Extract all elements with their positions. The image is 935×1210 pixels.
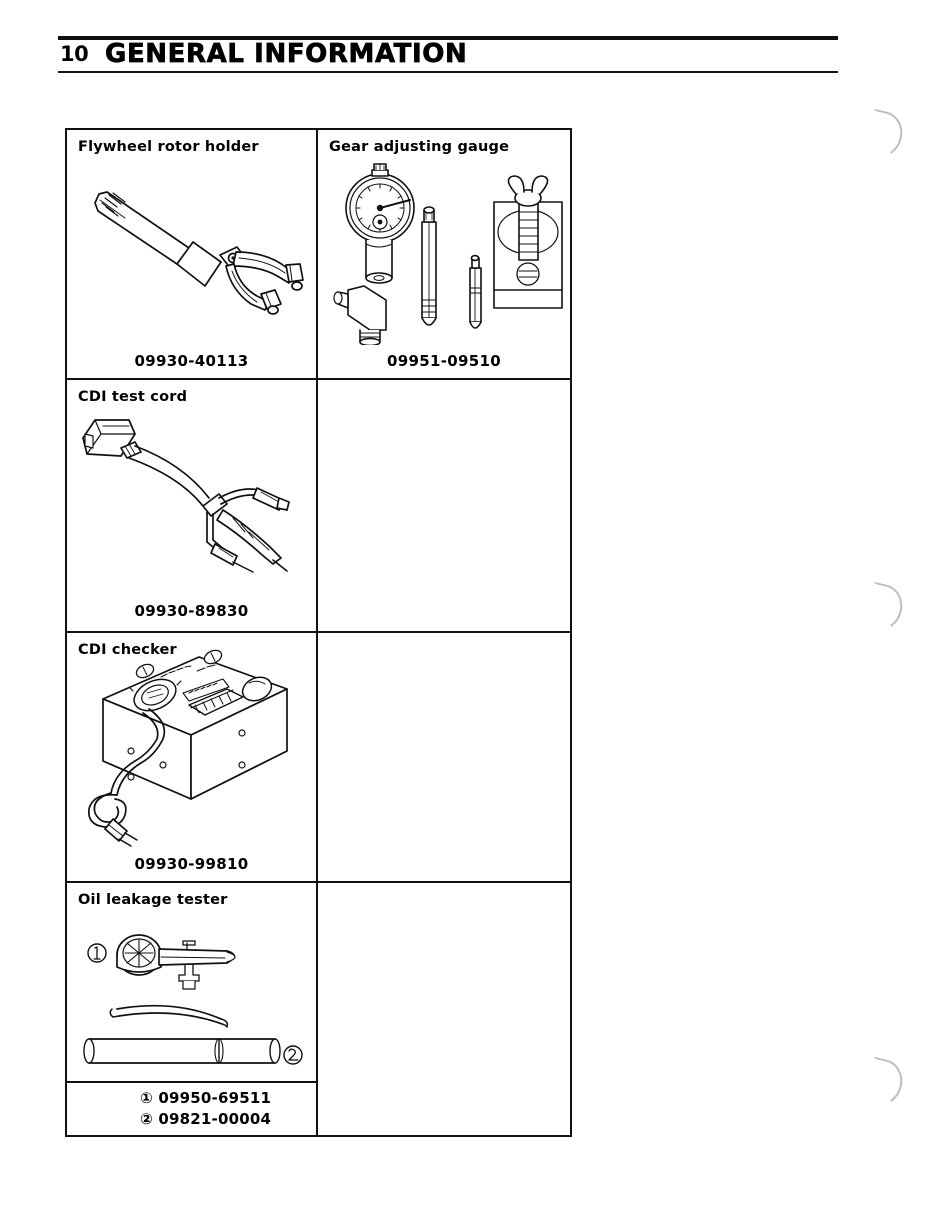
- scan-artifact-arc: [862, 581, 908, 635]
- table-row: Flywheel rotor holder: [67, 130, 570, 380]
- tool-part-number: 09930-99810: [134, 855, 249, 873]
- part-number-2: 09821-00004: [158, 1110, 272, 1128]
- table-row: CDI checker: [67, 633, 570, 883]
- header-rule-top: [58, 36, 838, 40]
- tool-cell-flywheel-rotor-holder: Flywheel rotor holder: [67, 130, 318, 378]
- tool-name: CDI checker: [78, 642, 177, 658]
- part-line-1: ① 09950-69511: [140, 1089, 271, 1107]
- oil-leakage-tester-part-numbers: ① 09950-69511 ② 09821-00004: [67, 1081, 316, 1135]
- part-number-1: 09950-69511: [158, 1089, 272, 1107]
- scan-artifact-arc: [862, 108, 908, 162]
- tool-part-number: 09951-09510: [387, 352, 501, 370]
- table-row: CDI test cord: [67, 380, 570, 633]
- callout-marker-2: ②: [140, 1110, 153, 1128]
- oil-leakage-tester-illustration: [83, 934, 303, 1065]
- tool-part-number: 09930-40113: [134, 352, 249, 370]
- tool-cell-cdi-test-cord: CDI test cord: [67, 380, 318, 631]
- page-number: 10: [60, 42, 89, 66]
- callout-marker-1: ①: [140, 1089, 153, 1107]
- table-row: Oil leakage tester: [67, 883, 570, 1135]
- page-header: 10 GENERAL INFORMATION: [58, 36, 838, 80]
- tool-name: Oil leakage tester: [78, 892, 228, 908]
- tool-name: Gear adjusting gauge: [329, 139, 510, 155]
- header-rule-bottom: [58, 71, 838, 73]
- tool-cell-empty: [318, 883, 570, 1135]
- page-title: GENERAL INFORMATION: [105, 39, 468, 70]
- part-line-2: ② 09821-00004: [140, 1110, 271, 1128]
- scan-artifact-arc: [862, 1056, 908, 1110]
- cdi-checker-illustration: [87, 649, 288, 847]
- tool-part-number: 09930-89830: [134, 602, 249, 620]
- tool-name: CDI test cord: [78, 389, 188, 405]
- gear-adjusting-gauge-illustration: [333, 163, 563, 345]
- flywheel-rotor-holder-illustration: [94, 191, 304, 315]
- tool-cell-empty: [318, 633, 570, 881]
- tool-cell-empty: [318, 380, 570, 631]
- tool-cell-gear-adjusting-gauge: Gear adjusting gauge: [318, 130, 570, 378]
- tool-name: Flywheel rotor holder: [78, 139, 259, 155]
- tool-cell-cdi-checker: CDI checker: [67, 633, 318, 881]
- tool-cell-oil-leakage-tester: Oil leakage tester: [67, 883, 318, 1135]
- cdi-test-cord-illustration: [82, 419, 290, 573]
- special-tools-table: Flywheel rotor holder: [65, 128, 572, 1137]
